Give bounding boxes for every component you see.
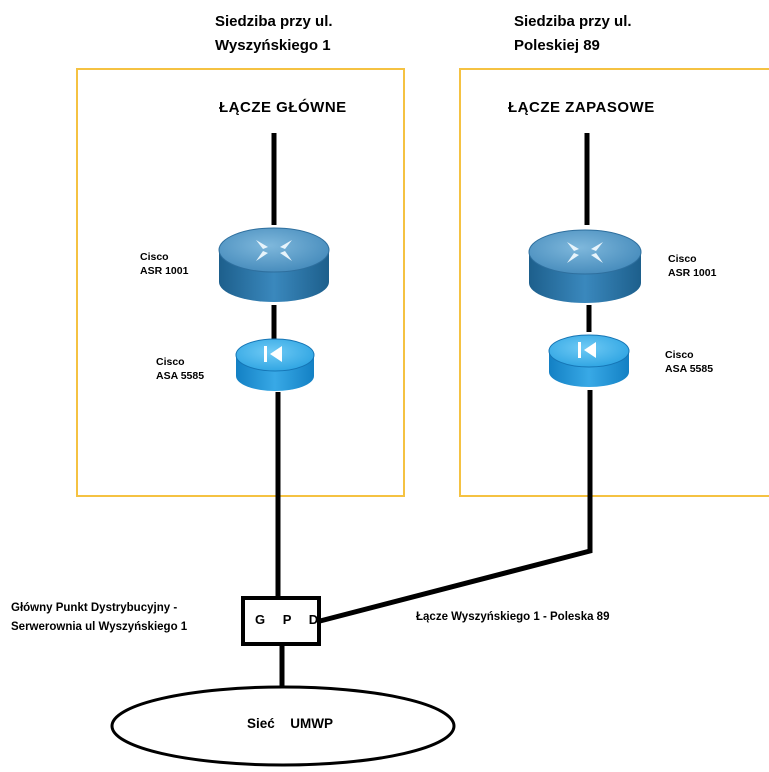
firewall-label-wyszynskiego: Cisco ASA 5585 (156, 355, 204, 383)
site-box-wyszynskiego (76, 68, 405, 497)
site-title-wyszynskiego: Siedziba przy ul. Wyszyńskiego 1 (215, 10, 333, 58)
router-icon-wyszynskiego (218, 227, 330, 302)
site-title-line2: Wyszyńskiego 1 (215, 37, 331, 54)
gpd-label: G P D (255, 612, 326, 627)
site-title-poleska: Siedziba przy ul. Poleskiej 89 (514, 10, 632, 58)
gpd-description: Główny Punkt Dystrybucyjny - Serwerownia… (11, 599, 187, 637)
site-title-line2: Poleskiej 89 (514, 37, 600, 54)
interlink-label: Łącze Wyszyńskiego 1 - Poleska 89 (416, 611, 610, 623)
router-vendor: Cisco (140, 251, 169, 263)
router-icon-poleska (528, 229, 642, 303)
site-title-line1: Siedziba przy ul. (215, 13, 333, 30)
firewall-vendor: Cisco (156, 356, 185, 368)
router-label-wyszynskiego: Cisco ASR 1001 (140, 250, 188, 278)
router-label-poleska: Cisco ASR 1001 (668, 252, 716, 280)
site-box-poleska (459, 68, 769, 497)
firewall-model: ASA 5585 (156, 370, 205, 382)
site-title-line1: Siedziba przy ul. (514, 13, 632, 30)
firewall-icon-poleska (548, 334, 630, 387)
backup-interlink-line (319, 390, 593, 624)
firewall-vendor: Cisco (665, 349, 694, 361)
router-model: ASR 1001 (140, 265, 189, 277)
backup-link-label: ŁĄCZE ZAPASOWE (508, 99, 655, 116)
router-model: ASR 1001 (668, 267, 717, 279)
firewall-label-poleska: Cisco ASA 5585 (665, 348, 713, 376)
network-label: Sieć UMWP (247, 716, 334, 731)
firewall-model: ASA 5585 (665, 363, 714, 375)
router-vendor: Cisco (668, 253, 697, 265)
gpd-description-line1: Główny Punkt Dystrybucyjny - (11, 602, 178, 614)
gpd-box (241, 596, 321, 646)
gpd-description-line2: Serwerownia ul Wyszyńskiego 1 (11, 621, 188, 633)
main-link-label: ŁĄCZE GŁÓWNE (219, 99, 347, 116)
firewall-icon-wyszynskiego (235, 338, 315, 391)
network-ellipse (110, 685, 456, 767)
